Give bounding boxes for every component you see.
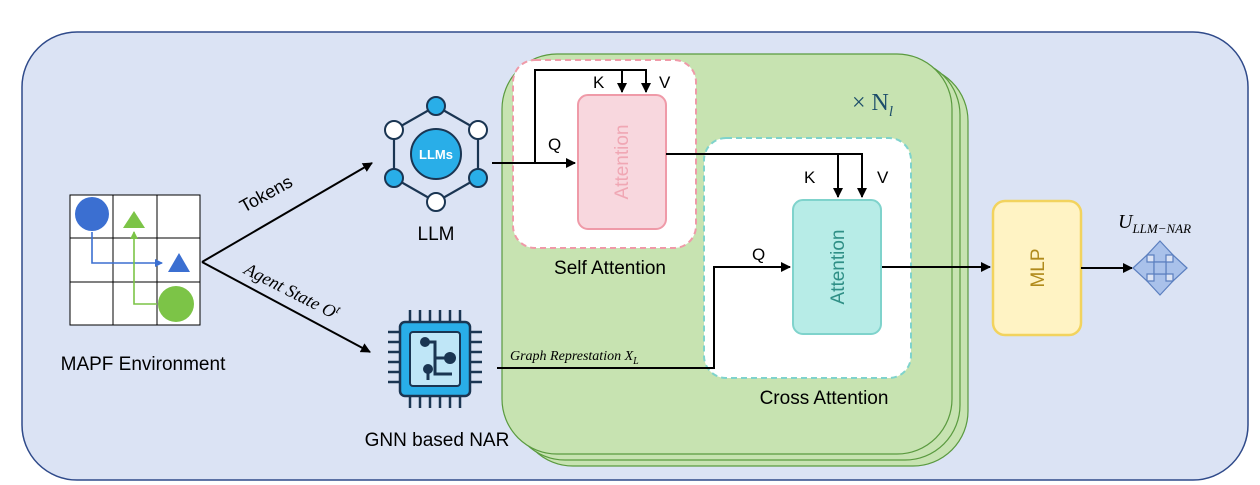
cross-attention-block <box>792 199 882 335</box>
blue-agent-icon <box>75 197 109 231</box>
gnn-label: GNN based NAR <box>365 430 510 451</box>
self-q-label: Q <box>548 135 561 154</box>
self-attention-label: Self Attention <box>554 258 666 279</box>
cross-v-label: V <box>877 168 889 187</box>
blue-agent-path <box>91 232 163 267</box>
llm-label: LLM <box>418 224 455 245</box>
green-agent-path <box>130 231 157 305</box>
gnn-chip-icon <box>388 310 482 408</box>
move-arrows-icon <box>1132 240 1188 296</box>
self-v-label: V <box>659 73 671 92</box>
cross-k-label: K <box>804 168 816 187</box>
layer-repeat-label: × Nl <box>852 90 893 120</box>
mapf-grid <box>69 194 201 326</box>
cross-attention-label: Cross Attention <box>760 388 889 409</box>
tokens-arrow <box>201 162 373 263</box>
self-attention-block-label: Attention <box>612 125 633 200</box>
green-goal-triangle-icon <box>123 211 145 228</box>
self-attention-wiring <box>492 69 651 168</box>
agent-state-arrow <box>201 261 371 353</box>
env-label: MAPF Environment <box>61 354 226 375</box>
graph-representation-label: Graph Represtation XL <box>510 349 639 367</box>
self-k-label: K <box>593 73 605 92</box>
cross-attention-wiring <box>497 153 991 369</box>
llm-icon-text: LLMs <box>419 147 453 162</box>
green-agent-icon <box>158 286 194 322</box>
output-label: ULLM−NAR <box>1118 211 1191 236</box>
cross-q-label: Q <box>752 245 765 264</box>
blue-goal-triangle-icon <box>168 253 190 272</box>
mlp-label: MLP <box>1028 248 1049 287</box>
llm-icon <box>384 96 488 212</box>
cross-attention-block-label: Attention <box>828 230 849 305</box>
self-attention-block <box>577 94 667 230</box>
